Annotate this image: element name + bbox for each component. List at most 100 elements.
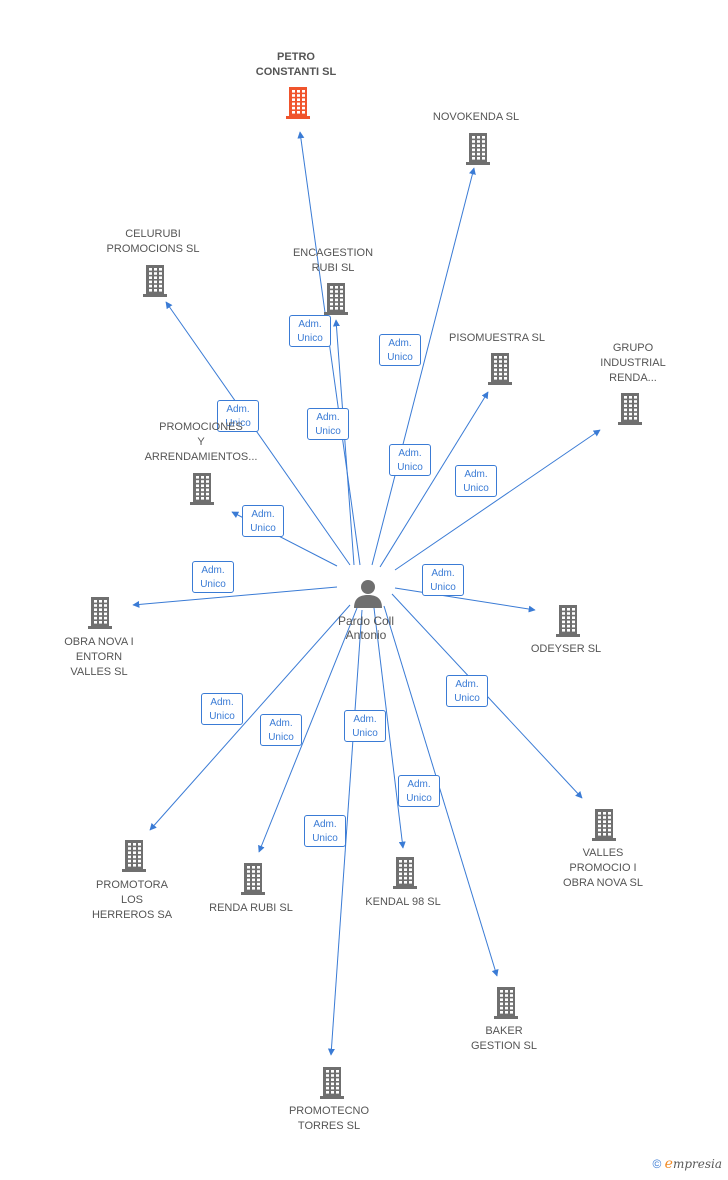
relation-badge-odeyser[interactable]: Adm.Unico: [422, 564, 464, 596]
company-label-grupo[interactable]: GRUPO INDUSTRIAL RENDA...: [600, 341, 665, 386]
building-icon: [241, 863, 265, 895]
relation-badge-line2: Unico: [268, 732, 294, 743]
relation-badge-petro[interactable]: Adm.Unico: [307, 408, 349, 440]
relation-badge-promociones[interactable]: Adm.Unico: [242, 505, 284, 537]
relation-badge-line2: Unico: [352, 728, 378, 739]
company-label-rendarubi[interactable]: RENDA RUBI SL: [209, 901, 293, 916]
company-label-line: VALLES: [582, 847, 624, 859]
person-node[interactable]: [352, 578, 384, 610]
edge-promotora: [149, 604, 351, 831]
building-icon: [488, 353, 512, 385]
company-label-line: KENDAL 98 SL: [365, 896, 441, 908]
edge-novokenda: [371, 167, 476, 566]
footer-brand: © empresia: [652, 1156, 722, 1172]
company-label-line: NOVOKENDA SL: [432, 111, 520, 123]
company-label-line: PISOMUESTRA SL: [449, 332, 545, 344]
company-label-promotora[interactable]: PROMOTORA LOS HERREROS SA: [92, 878, 172, 923]
relation-badge-baker[interactable]: Adm.Unico: [398, 775, 440, 807]
company-label-line: OBRA NOVA SL: [563, 877, 643, 889]
company-node-encagestion[interactable]: [322, 281, 350, 320]
relation-badge-line1: Adm.: [269, 718, 293, 729]
building-icon: [393, 857, 417, 889]
relation-badge-promotora[interactable]: Adm. Unico: [201, 693, 243, 725]
company-label-line: ENCAGESTION: [292, 247, 374, 259]
relation-badge-valles[interactable]: Adm.Unico: [446, 675, 488, 707]
relation-badge-line2: Unico: [315, 426, 341, 437]
company-node-promociones[interactable]: [188, 471, 216, 510]
brand-logo-e: e: [664, 1156, 673, 1172]
relation-badge-line2: Unico: [463, 483, 489, 494]
company-label-line: GRUPO: [612, 342, 654, 354]
person-icon: [354, 580, 382, 608]
relation-badge-line1: Adm.: [407, 779, 431, 790]
company-label-line: LOS: [120, 894, 144, 906]
relation-badge-line1: Adm.: [298, 319, 322, 330]
building-icon: [190, 473, 214, 505]
company-label-novokenda[interactable]: NOVOKENDA SL: [433, 110, 519, 125]
relation-badge-obranova[interactable]: Adm.Unico: [192, 561, 234, 593]
company-label-line: VALLES SL: [70, 666, 128, 678]
relation-badge-novokenda[interactable]: Adm. Unico: [379, 334, 421, 366]
relation-badge-celurubi[interactable]: Adm.Unico: [217, 400, 259, 432]
copyright-symbol: ©: [652, 1157, 662, 1171]
company-label-line: PETRO: [277, 51, 315, 63]
relation-badge-line2: Unico: [387, 352, 413, 363]
company-label-line: PROMOTORA: [96, 879, 168, 891]
company-node-odeyser[interactable]: [554, 603, 582, 642]
company-label-line: RENDA...: [609, 372, 657, 384]
relation-badge-promotecno[interactable]: Adm.Unico: [304, 815, 346, 847]
company-node-novokenda[interactable]: [464, 131, 492, 170]
company-node-kendal[interactable]: [391, 855, 419, 894]
company-label-line: TORRES SL: [297, 1120, 361, 1132]
company-node-valles[interactable]: [590, 807, 618, 846]
company-node-promotecno[interactable]: [318, 1065, 346, 1104]
company-label-odeyser[interactable]: ODEYSER SL: [531, 642, 601, 657]
person-name-line1: Pardo Coll: [337, 614, 395, 628]
company-label-valles[interactable]: VALLES PROMOCIO I OBRA NOVA SL: [563, 846, 643, 891]
company-label-line: HERREROS SA: [91, 909, 173, 921]
relation-badge-line1: Adm.: [353, 714, 377, 725]
edge-promotecno: [327, 609, 363, 1056]
edge-petro: [297, 131, 361, 566]
company-node-promotora[interactable]: [120, 838, 148, 877]
relation-badge-pisomuestra[interactable]: Adm.Unico: [389, 444, 431, 476]
company-label-line: GESTION SL: [470, 1040, 538, 1052]
edge-rendarubi: [258, 607, 358, 853]
person-name: Pardo Coll Antonio: [338, 614, 394, 642]
company-node-rendarubi[interactable]: [239, 861, 267, 900]
company-label-kendal[interactable]: KENDAL 98 SL: [365, 895, 440, 910]
relation-badge-kendal[interactable]: Adm. Unico: [344, 710, 386, 742]
relation-badge-rendarubi[interactable]: Adm. Unico: [260, 714, 302, 746]
relation-badge-line2: Unico: [200, 579, 226, 590]
relation-badge-line1: Adm.: [388, 338, 412, 349]
company-node-obranova[interactable]: [86, 595, 114, 634]
relation-badge-grupo[interactable]: Adm. Unico: [455, 465, 497, 497]
company-node-petro[interactable]: [284, 85, 312, 124]
company-node-pisomuestra[interactable]: [486, 351, 514, 390]
company-label-line: PROMOCIO I: [569, 862, 637, 874]
company-label-line: INDUSTRIAL: [600, 357, 666, 369]
edge-grupo: [394, 429, 601, 571]
company-node-celurubi[interactable]: [141, 263, 169, 302]
relation-badge-line1: Adm.: [455, 679, 479, 690]
relation-badge-line2: Unico: [209, 711, 235, 722]
company-label-pisomuestra[interactable]: PISOMUESTRA SL: [449, 331, 545, 346]
building-icon: [122, 840, 146, 872]
relation-badge-line2: Unico: [225, 418, 251, 429]
relation-badge-line1: Adm.: [431, 568, 455, 579]
relation-badge-line1: Adm.: [464, 469, 488, 480]
company-node-baker[interactable]: [492, 985, 520, 1024]
company-node-grupo[interactable]: [616, 391, 644, 430]
company-label-line: PROMOCIONS SL: [106, 243, 200, 255]
relation-badge-line2: Unico: [397, 462, 423, 473]
relation-badge-line1: Adm.: [210, 697, 234, 708]
edge-odeyser: [394, 587, 536, 613]
relation-badge-encagestion[interactable]: Adm.Unico: [289, 315, 331, 347]
